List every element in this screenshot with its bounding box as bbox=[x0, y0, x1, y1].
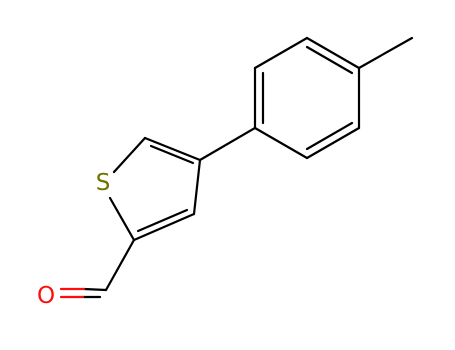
bond-ph-5-6-inner bbox=[305, 121, 354, 151]
atom-sulfur-label: S bbox=[96, 170, 111, 196]
bond-c5-c4 bbox=[143, 136, 202, 162]
bond-c3-c2-inner bbox=[136, 208, 189, 233]
bond-c2-cho bbox=[104, 238, 136, 292]
bond-ph-3-4 bbox=[305, 36, 361, 70]
bond-s-c5 bbox=[112, 136, 147, 174]
bond-c3-c2 bbox=[132, 212, 196, 242]
bond-ph-3-4-inner bbox=[305, 45, 354, 75]
bond-c4-c3 bbox=[192, 158, 202, 216]
bond-methyl bbox=[357, 36, 414, 70]
bond-c5-c4-inner bbox=[149, 144, 195, 165]
bond-cho-o-outer bbox=[82, 287, 108, 292]
bond-c2-s bbox=[108, 196, 136, 242]
bond-c4-phenyl bbox=[198, 126, 257, 162]
bond-ph-6-1 bbox=[253, 126, 309, 160]
atom-oxygen-label: O bbox=[37, 283, 55, 309]
bond-ph-5-6 bbox=[305, 126, 361, 160]
bond-ph-2-3 bbox=[253, 36, 309, 70]
